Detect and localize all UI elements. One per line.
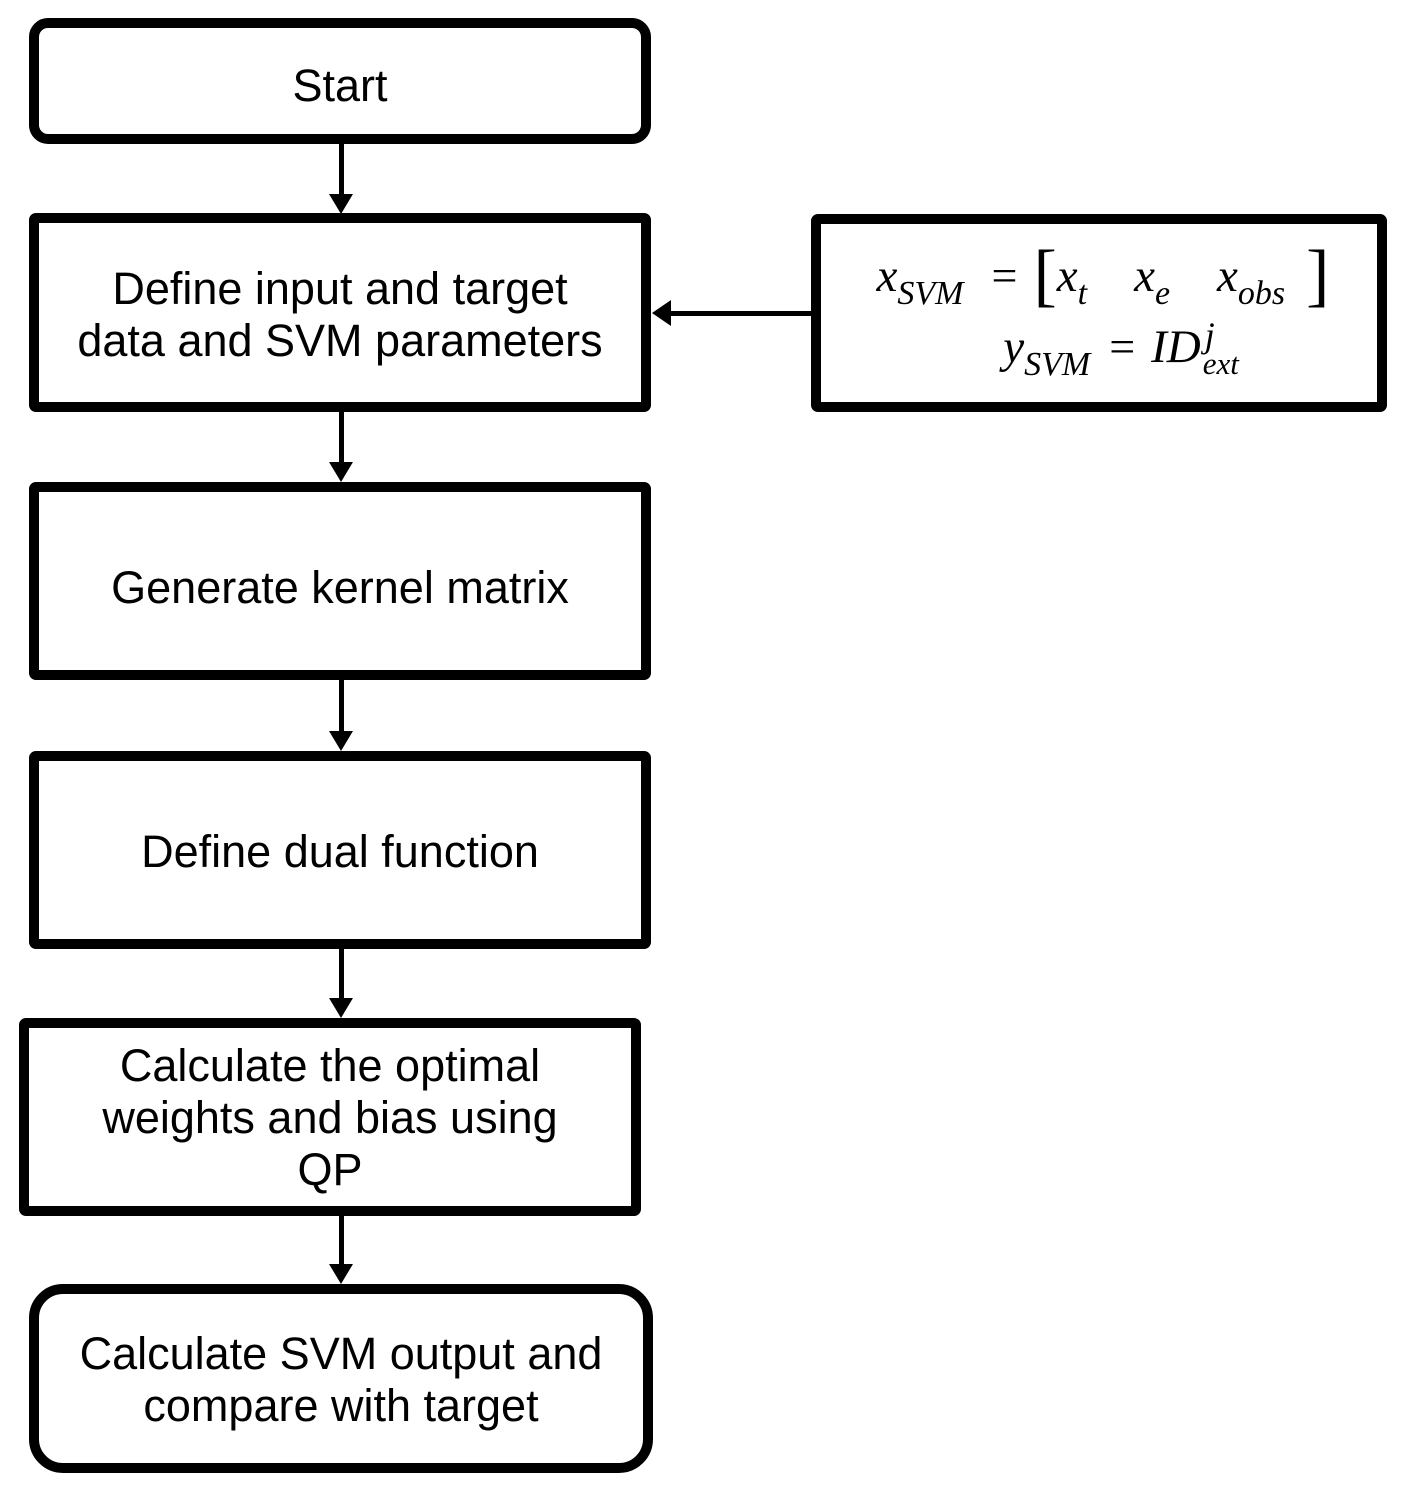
- math-sub-obs: obs: [1237, 275, 1286, 312]
- node-define-input: Define input and target data and SVM par…: [29, 213, 651, 412]
- arrow-shaft: [338, 949, 344, 999]
- math-sub-ext: ext: [1202, 346, 1239, 381]
- node-calc-qp: Calculate the optimal weights and bias u…: [19, 1018, 641, 1216]
- arrowhead-down-icon: [329, 998, 353, 1018]
- arrow-shaft: [338, 144, 344, 195]
- math-close-bracket: ]: [1306, 237, 1330, 314]
- math-var-id: ID: [1151, 321, 1201, 373]
- math-sub-svm: SVM: [897, 275, 964, 312]
- arrow-define-dual-to-calc-qp: [329, 949, 353, 1018]
- node-calc-output-line2: compare with target: [143, 1379, 539, 1431]
- node-define-dual: Define dual function: [29, 751, 651, 949]
- node-calc-qp-line2: weights and bias using: [102, 1092, 558, 1143]
- node-define-input-line2: data and SVM parameters: [77, 314, 603, 366]
- math-var-x-t: x: [1056, 250, 1078, 302]
- arrow-generate-kernel-to-define-dual: [329, 680, 353, 751]
- math-sub-e: e: [1154, 275, 1171, 312]
- arrowhead-left-icon: [652, 300, 671, 326]
- arrowhead-down-icon: [329, 1264, 353, 1284]
- arrow-calc-qp-to-calc-output: [329, 1216, 353, 1284]
- node-generate-kernel-label: Generate kernel matrix: [111, 561, 569, 613]
- node-start: Start: [29, 18, 651, 144]
- node-calc-output-line1: Calculate SVM output and: [79, 1327, 603, 1379]
- math-var-x-svm: x: [876, 250, 898, 302]
- arrow-formula-to-define-input: [652, 300, 811, 326]
- math-sup-j: j: [1204, 315, 1215, 355]
- math-open-bracket: [: [1033, 237, 1057, 314]
- node-define-input-line1: Define input and target: [112, 262, 568, 314]
- node-calc-qp-line1: Calculate the optimal: [119, 1040, 541, 1091]
- math-sub-svm2: SVM: [1024, 346, 1091, 383]
- arrow-shaft: [338, 680, 344, 732]
- math-var-y-svm: y: [1003, 321, 1025, 373]
- node-start-label: Start: [292, 59, 388, 111]
- math-equals-2: =: [1109, 321, 1136, 372]
- arrow-define-input-to-generate-kernel: [329, 412, 353, 482]
- arrow-start-to-define-input: [329, 144, 353, 214]
- node-define-dual-label: Define dual function: [141, 825, 539, 877]
- node-generate-kernel: Generate kernel matrix: [29, 482, 651, 680]
- math-var-x-e: x: [1134, 250, 1155, 302]
- arrowhead-down-icon: [329, 194, 353, 214]
- arrow-shaft: [671, 310, 811, 316]
- arrowhead-down-icon: [329, 462, 353, 482]
- arrow-shaft: [338, 1216, 344, 1265]
- node-calc-qp-line3: QP: [297, 1144, 363, 1195]
- node-calc-output: Calculate SVM output and compare with ta…: [29, 1284, 653, 1473]
- math-sub-t: t: [1077, 275, 1088, 312]
- arrow-shaft: [338, 412, 344, 463]
- arrowhead-down-icon: [329, 731, 353, 751]
- math-equals: =: [991, 250, 1018, 301]
- math-var-x-obs: x: [1217, 250, 1238, 302]
